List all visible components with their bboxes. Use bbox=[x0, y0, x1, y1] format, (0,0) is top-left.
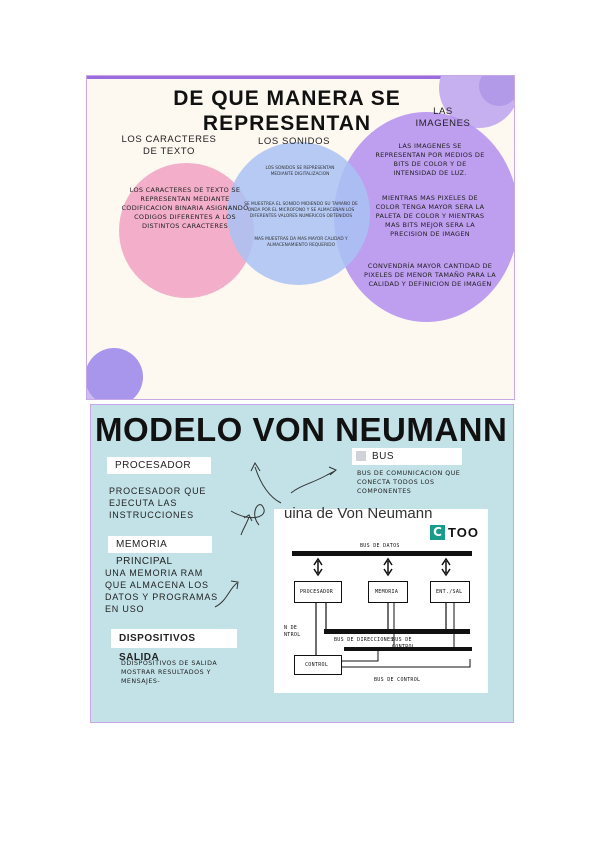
caracteres-heading: LOS CARACTERES DE TEXTO bbox=[121, 134, 217, 157]
procesador-block: PROCESADOR bbox=[294, 581, 342, 603]
procesador-block-label: PROCESADOR bbox=[300, 589, 334, 595]
bus-square-icon bbox=[356, 451, 366, 462]
procesador-label-box: PROCESADOR bbox=[107, 457, 211, 474]
imagenes-para2: MIENTRAS MAS PIXELES DE COLOR TENGA MAYO… bbox=[375, 194, 485, 238]
bus-datos-label: BUS DE DATOS bbox=[360, 543, 400, 549]
sonidos-heading: LOS SONIDOS bbox=[257, 136, 331, 147]
sonidos-para2: SE MUESTREA EL SONIDO MIDIENDO SU TAMAÑO… bbox=[244, 202, 358, 219]
slide-representacion: DE QUE MANERA SE REPRESENTAN LOS CARACTE… bbox=[86, 75, 515, 400]
bus-desc: BUS DE COMUNICACION QUE CONECTA TODOS LO… bbox=[357, 470, 461, 495]
bus-control-label: BUS DE CONTROL bbox=[374, 677, 421, 683]
sonidos-para3: MAS MUESTRAS DA MAS MAYOR CALIDAD Y ALMA… bbox=[254, 237, 348, 248]
bus-direcciones-label: BUS DE DIRECCIONES bbox=[334, 637, 394, 643]
decorative-circle bbox=[87, 348, 143, 399]
von-neumann-diagram: uina de Von Neumann C TOO PROCESADOR bbox=[274, 505, 488, 693]
diagram-title-partial: uina de Von Neumann bbox=[284, 505, 433, 522]
slide-von-neumann: MODELO VON NEUMANN PROCESADOR PROCESADOR… bbox=[90, 404, 514, 723]
ent-sal-block: ENT./SAL bbox=[430, 581, 470, 603]
imagenes-para1: LAS IMAGENES SE REPRESENTAN POR MEDIOS D… bbox=[375, 142, 485, 177]
memoria-block: MEMORIA bbox=[368, 581, 408, 603]
caracteres-body: LOS CARACTERES DE TEXTO SE REPRESENTAN M… bbox=[121, 186, 249, 230]
dispositivos-label-box: DISPOSITIVOS SALIDA bbox=[111, 629, 237, 663]
dispositivos-desc: DDISPOSITIVOS DE SALIDA MOSTRAR RESULTAD… bbox=[121, 660, 218, 685]
hand-drawn-arrows bbox=[214, 461, 337, 608]
too-logo: C TOO bbox=[430, 525, 479, 540]
too-logo-text: TOO bbox=[448, 525, 479, 540]
memoria-label-box: Memoria principal bbox=[108, 536, 212, 567]
bus-label-box: BUS bbox=[352, 448, 462, 465]
memoria-desc: UNA MEMORIA RAM QUE ALMACENA LOS DATOS Y… bbox=[105, 568, 218, 614]
sonidos-para1: LOS SONIDOS SE REPRESENTAN MEDIANTE DIGI… bbox=[265, 166, 335, 177]
bus-de-control-label: BUS DE CONTROL bbox=[392, 637, 416, 650]
senal-control-label: N DE NTROL bbox=[284, 625, 301, 638]
imagenes-para3: CONVENDRÍA MAYOR CANTIDAD DE PIXELES DE … bbox=[363, 262, 497, 288]
slide-top-border bbox=[87, 76, 514, 79]
slide1-title: DE QUE MANERA SE REPRESENTAN bbox=[173, 87, 401, 135]
slide2-title: MODELO VON NEUMANN bbox=[95, 411, 508, 448]
sonidos-circle bbox=[227, 142, 370, 285]
diagram-lines bbox=[292, 551, 472, 668]
control-block-label: CONTROL bbox=[305, 662, 329, 668]
procesador-desc: PROCESADOR QUE EJECUTA LAS INSTRUCCIONES bbox=[109, 486, 207, 520]
imagenes-heading: LAS IMAGENES bbox=[415, 106, 471, 129]
bus-label: BUS bbox=[372, 451, 395, 462]
too-logo-mark: C bbox=[430, 525, 445, 540]
ent-sal-block-label: ENT./SAL bbox=[436, 589, 463, 595]
control-block: CONTROL bbox=[294, 655, 342, 675]
memoria-block-label: MEMORIA bbox=[375, 589, 399, 595]
decorative-circle bbox=[479, 76, 514, 106]
